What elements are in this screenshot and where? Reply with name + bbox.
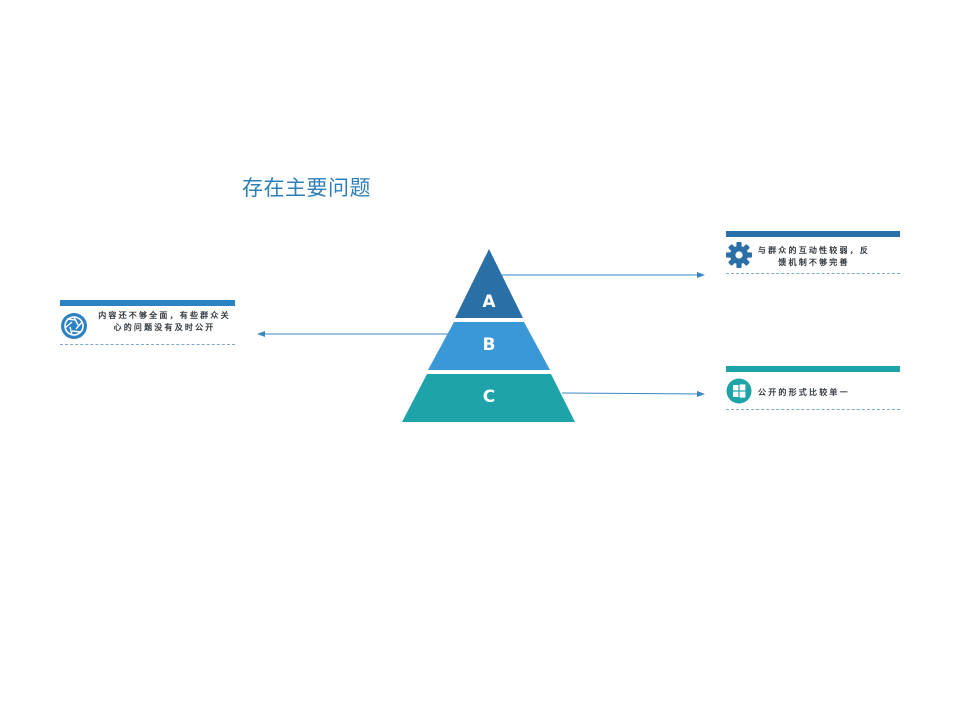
callout-left-bar: [60, 300, 235, 306]
callout-right-bottom: 公开的形式比较单一: [726, 366, 900, 412]
windows-icon: [726, 378, 752, 404]
pyramid-level-c[interactable]: [402, 374, 575, 422]
shutter-icon: [60, 312, 88, 340]
slide-title: 存在主要问题: [242, 176, 371, 200]
callout-left: 内容还不够全面，有些群众关心的问题没有及时公开: [60, 300, 235, 346]
callout-right-bottom-bar: [726, 366, 900, 372]
callout-right-top: 与群众的互动性较弱，反馈机制不够完善: [726, 231, 900, 277]
pyramid-label-c: C: [483, 387, 495, 407]
callout-right-top-text: 与群众的互动性较弱，反馈机制不够完善: [757, 246, 871, 267]
callout-right-bottom-text: 公开的形式比较单一: [758, 388, 850, 397]
callout-right-top-bar: [726, 231, 900, 237]
pyramid-level-b[interactable]: [428, 322, 550, 370]
pyramid-label-b: B: [483, 335, 496, 355]
callout-right-bottom-divider: [726, 409, 900, 410]
arrow-c-to-right: [561, 390, 705, 397]
pyramid-label-a: A: [482, 292, 496, 312]
callout-left-divider: [60, 344, 235, 345]
callout-right-top-divider: [726, 273, 900, 274]
callout-left-text: 内容还不够全面，有些群众关心的问题没有及时公开: [98, 311, 231, 332]
gear-icon: [726, 242, 752, 268]
pyramid-level-a[interactable]: [455, 249, 523, 318]
